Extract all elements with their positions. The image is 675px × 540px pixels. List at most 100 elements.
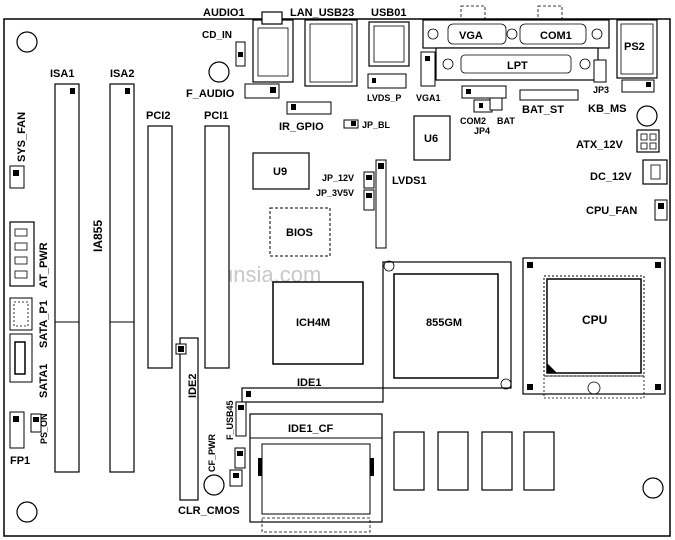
lan-usb23-connector — [304, 19, 358, 87]
jp-12v-label: JP_12V — [322, 173, 354, 183]
ps2-inner — [620, 23, 654, 75]
f-audio-label: F_AUDIO — [186, 88, 235, 100]
isa2-slot — [109, 83, 135, 473]
ir-gpio-label: IR_GPIO — [279, 121, 324, 133]
mounting-hole-top-center — [208, 61, 230, 83]
pci1-slot — [204, 125, 230, 369]
ide1-cf-label: IDE1_CF — [288, 423, 334, 435]
at-pwr-label: AT_PWR — [38, 242, 50, 288]
memory-chip-3 — [481, 431, 513, 491]
usb01-connector — [368, 21, 410, 67]
ich4m-chip — [272, 281, 364, 365]
usb01-label: USB01 — [371, 7, 406, 19]
ps2-connector — [616, 19, 658, 79]
sata-p1-label: SATA_P1 — [38, 300, 50, 348]
ide1-cf-slot — [249, 413, 383, 523]
lvds1-header — [375, 159, 387, 249]
kb-ms-label: KB_MS — [588, 103, 627, 115]
cpu-chip — [546, 278, 642, 374]
memory-chip-2 — [437, 431, 469, 491]
pci2-slot — [147, 125, 173, 369]
ide1-header — [241, 387, 384, 403]
lpt-label: LPT — [507, 60, 528, 72]
vga-screw-right — [506, 28, 518, 40]
com1-screw-right — [591, 28, 603, 40]
sata-p1-connector — [9, 297, 33, 331]
lvds1-label: LVDS1 — [392, 175, 427, 187]
lpt-screw-left — [442, 58, 454, 70]
com1-label: COM1 — [540, 30, 572, 42]
bios-label: BIOS — [286, 227, 313, 239]
lan-usb23-label: LAN_USB23 — [290, 7, 354, 19]
audio1-jack — [261, 11, 283, 25]
com1-top-bracket — [537, 5, 563, 21]
ps-on-jumper — [30, 413, 42, 433]
isa2-label: ISA2 — [110, 68, 134, 80]
com2-header — [461, 85, 507, 99]
jp4-label: JP4 — [474, 126, 490, 136]
vga-screw-left — [427, 28, 439, 40]
ir-gpio-header — [286, 101, 332, 115]
chip-855gm — [393, 273, 499, 379]
atx-12v-label: ATX_12V — [576, 139, 624, 151]
fp1-label: FP1 — [10, 455, 30, 467]
mounting-hole-top-right — [636, 105, 658, 127]
audio1-label: AUDIO1 — [203, 7, 245, 19]
audio1-connector — [252, 19, 294, 83]
cpu-fan-label: CPU_FAN — [586, 205, 637, 217]
ich4m-label: ICH4M — [296, 317, 330, 329]
vga1-header — [420, 51, 436, 87]
clr-cmos-label: CLR_CMOS — [178, 505, 240, 517]
vga-top-bracket — [460, 5, 486, 21]
u9-chip — [252, 152, 310, 190]
cd-in-label: CD_IN — [202, 30, 232, 41]
lvds-p-label: LVDS_P — [367, 93, 401, 103]
bat-header — [489, 97, 503, 111]
cf-pwr-label: CF_PWR — [207, 434, 217, 473]
u6-chip — [413, 115, 451, 161]
memory-chip-1 — [393, 431, 425, 491]
sys-fan-label: SYS_FAN — [16, 112, 28, 162]
mounting-hole-bottom-left — [16, 501, 38, 523]
cf-pwr-jumper — [234, 447, 246, 469]
dc-12v-connector — [642, 159, 668, 185]
jp-3v5v-jumper — [363, 189, 375, 211]
ide1-cf-outline — [261, 517, 371, 533]
sata1-connector — [9, 333, 33, 383]
ps2-label: PS2 — [624, 41, 645, 53]
pci1-label: PCI1 — [204, 110, 228, 122]
u9-label: U9 — [273, 166, 287, 178]
com1-dsub — [519, 23, 587, 45]
mounting-hole-bottom-center — [203, 474, 225, 496]
vga1-label: VGA1 — [416, 93, 441, 103]
vga-dsub — [447, 23, 507, 45]
bios-socket — [269, 207, 331, 257]
chip-855gm-label: 855GM — [426, 317, 462, 329]
lvds-p-header — [367, 73, 407, 89]
lpt-screw-right — [579, 58, 591, 70]
ide2-label: IDE2 — [187, 374, 199, 398]
ide2-header — [179, 337, 199, 501]
board-name: IA855 — [91, 220, 105, 252]
at-pwr-connector — [9, 221, 35, 287]
mounting-hole-bottom-right — [642, 477, 664, 499]
jp-bl-label: JP_BL — [362, 120, 391, 130]
pci2-label: PCI2 — [146, 110, 170, 122]
lpt-dsub — [460, 54, 572, 74]
sata1-label: SATA1 — [38, 364, 50, 398]
usb01-inner — [373, 25, 405, 63]
jp3-jumper — [593, 59, 607, 83]
vga-com1-connector — [422, 19, 610, 49]
dc-12v-label: DC_12V — [590, 171, 632, 183]
mounting-hole-top-left — [16, 31, 38, 53]
jp-3v5v-label: JP_3V5V — [316, 188, 354, 198]
chip-855gm-outline — [382, 261, 512, 389]
jp3-label: JP3 — [593, 85, 609, 95]
f-usb45-header — [235, 401, 247, 437]
cpu-label: CPU — [582, 313, 607, 327]
bat-label: BAT — [497, 116, 515, 126]
bat-st-label: BAT_ST — [522, 104, 564, 116]
com2-label: COM2 — [460, 116, 486, 126]
sys-fan-header — [9, 165, 25, 189]
